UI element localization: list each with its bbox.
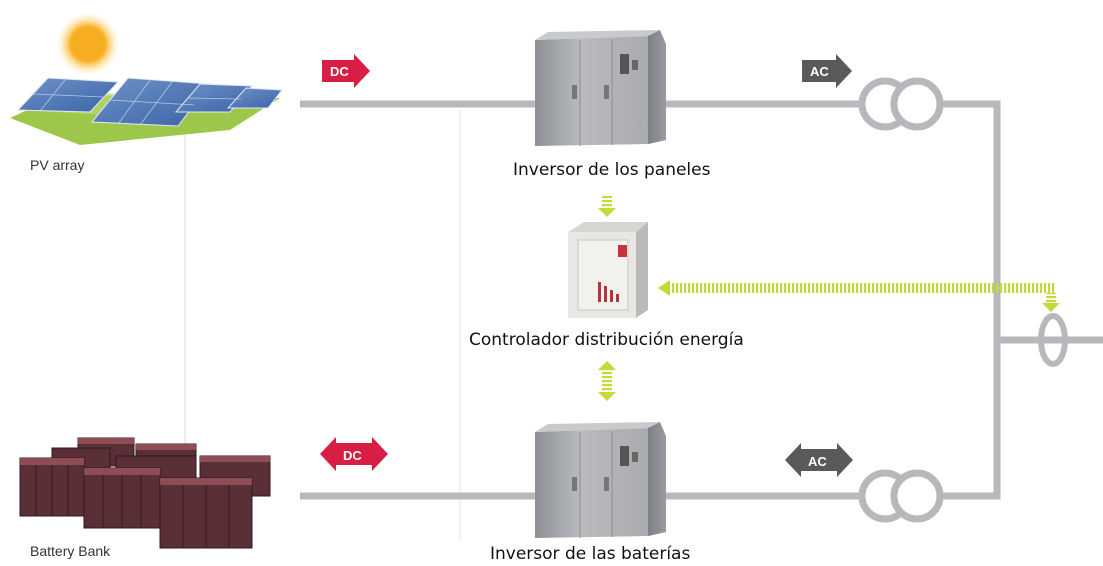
svg-text:AC: AC — [810, 64, 829, 79]
dc-tag-bottom: DC — [320, 437, 388, 471]
transformer-top-icon — [858, 77, 944, 131]
battery-inverter-cabinet-icon — [535, 422, 666, 538]
svg-text:DC: DC — [343, 448, 362, 463]
svg-text:DC: DC — [330, 64, 349, 79]
controller-cabinet-icon — [568, 222, 648, 318]
transformer-bottom-icon — [858, 469, 944, 523]
panel-inverter-cabinet-icon — [535, 30, 666, 146]
current-sensor-icon — [1038, 313, 1068, 367]
battery-inverter-label: Inversor de las baterías — [490, 544, 691, 564]
dc-tag-top: DC — [322, 54, 370, 88]
signal-arrow-controller-battery-inverter — [598, 361, 616, 401]
panel-inverter-label: Inversor de los paneles — [513, 160, 711, 180]
ac-bus-line — [940, 100, 1001, 500]
pv-array-icon — [10, 12, 283, 145]
power-lines — [300, 100, 1103, 500]
ac-tag-top: AC — [802, 54, 852, 88]
signal-arrow-inverter-to-controller — [598, 194, 616, 217]
signal-arrow-sensor-to-controller — [658, 280, 1060, 312]
battery-bank-icon — [19, 437, 271, 549]
svg-text:AC: AC — [808, 454, 827, 469]
pv-array-label: PV array — [30, 157, 85, 173]
ac-tag-bottom: AC — [785, 443, 853, 477]
battery-bank-label: Battery Bank — [30, 543, 111, 559]
controller-label: Controlador distribución energía — [469, 330, 744, 350]
